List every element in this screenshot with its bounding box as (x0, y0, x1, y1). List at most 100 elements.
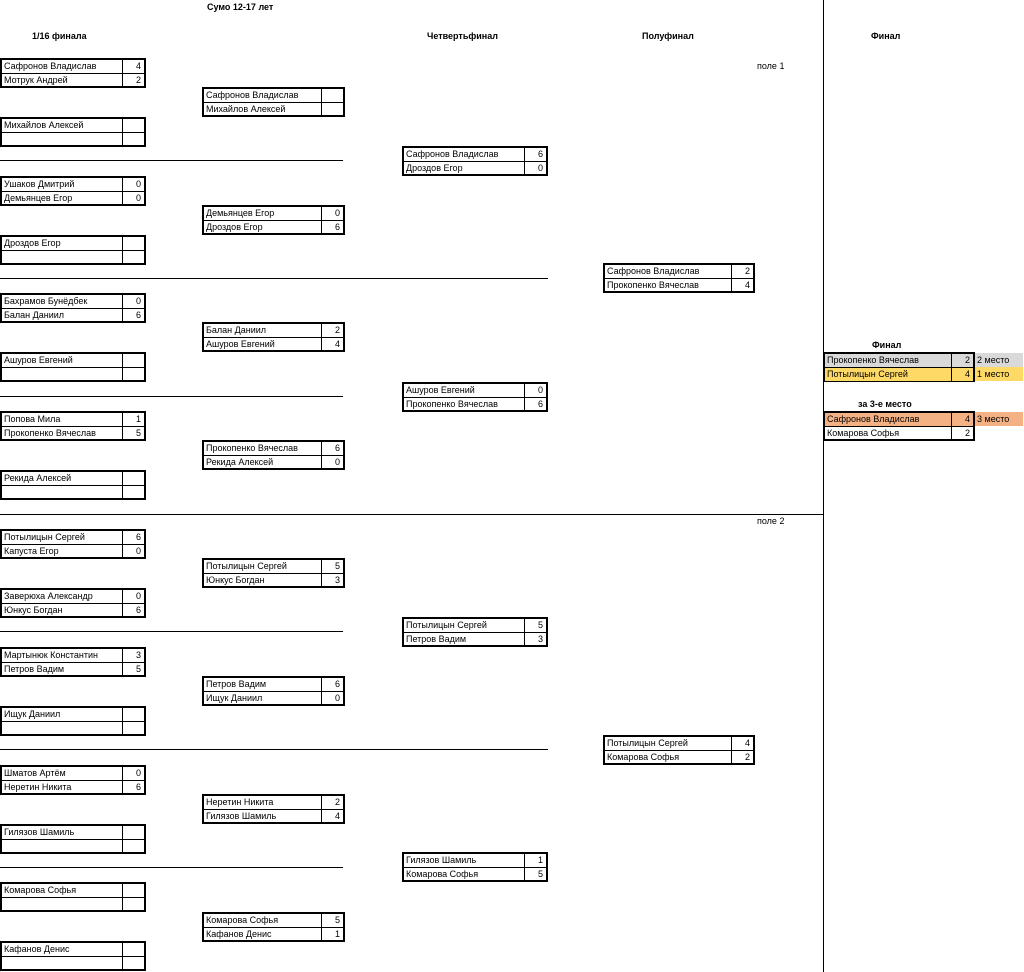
final-row-1: Прокопенко Вячеслав 2 (825, 354, 973, 367)
match-row: Кафанов Денис 1 (204, 927, 343, 941)
player-name: Ашуров Евгений (406, 385, 475, 395)
player-name: Капуста Егор (4, 546, 59, 556)
player-score: 5 (524, 868, 546, 881)
final-row-2: Потылицын Сергей 4 (825, 367, 973, 381)
match-row (2, 132, 144, 146)
player-score (122, 826, 144, 839)
player-name: Юнкус Богдан (4, 605, 63, 615)
player-name: Потылицын Сергей (607, 738, 688, 748)
player-score: 0 (524, 162, 546, 175)
player-name: Сафронов Владислав (4, 61, 97, 71)
place-2-label: 2 место (975, 353, 1023, 367)
player-score: 0 (122, 545, 144, 558)
field-divider (0, 514, 824, 515)
player-name: Прокопенко Вячеслав (406, 399, 498, 409)
player-score: 5 (321, 560, 343, 573)
match-row: Комарова Софья 5 (204, 914, 343, 927)
player-name (2, 957, 122, 970)
player-score: 1 (321, 928, 343, 941)
player-score (122, 486, 144, 499)
player-score (122, 472, 144, 485)
player-score (122, 884, 144, 897)
match-row: Гилязов Шамиль (2, 826, 144, 839)
player-name (2, 133, 122, 146)
player-score: 6 (524, 398, 546, 411)
player-score: 3 (321, 574, 343, 587)
player-score (122, 898, 144, 911)
final-column-divider (823, 0, 824, 972)
player-score: 2 (122, 74, 144, 87)
player-name: Сафронов Владислав (827, 414, 920, 424)
player-score (122, 840, 144, 853)
player-name: Комарова Софья (4, 885, 77, 895)
player-score: 6 (524, 148, 546, 161)
round16-match: Рекида Алексей (0, 470, 146, 500)
player-name: Ашуров Евгений (4, 355, 73, 365)
match-row: Ашуров Евгений (2, 354, 144, 367)
player-name: Дроздов Егор (206, 222, 263, 232)
bracket-separator (0, 278, 548, 279)
match-row: Кафанов Денис (2, 943, 144, 956)
match-row (2, 721, 144, 735)
player-name: Бахрамов Бунёдбек (4, 296, 88, 306)
player-name: Кафанов Денис (206, 929, 272, 939)
player-name: Прокопенко Вячеслав (607, 280, 699, 290)
player-score: 5 (321, 914, 343, 927)
round16-match: Михайлов Алексей (0, 117, 146, 147)
match-row: Михайлов Алексей (2, 119, 144, 132)
match-row (2, 956, 144, 970)
player-name: Гилязов Шамиль (4, 827, 75, 837)
player-score (122, 368, 144, 381)
player-score: 6 (122, 531, 144, 544)
player-score: 6 (321, 442, 343, 455)
player-name (2, 840, 122, 853)
field-2-label: поле 2 (757, 516, 785, 526)
player-score: 2 (321, 796, 343, 809)
player-score: 0 (122, 178, 144, 191)
player-score: 5 (524, 619, 546, 632)
player-name: Комарова Софья (406, 869, 479, 879)
player-name: Неретин Никита (4, 782, 72, 792)
player-name: Мартынюк Константин (4, 650, 98, 660)
player-name: Дроздов Егор (4, 238, 61, 248)
player-name: Сафронов Владислав (406, 149, 499, 159)
player-score: 5 (122, 427, 144, 440)
player-name: Комарова Софья (206, 915, 279, 925)
player-score: 4 (951, 413, 973, 426)
player-name: Гилязов Шамиль (206, 811, 277, 821)
player-name: Дроздов Егор (406, 163, 463, 173)
player-score: 6 (321, 678, 343, 691)
round16-match: Ищук Даниил (0, 706, 146, 736)
player-score (122, 722, 144, 735)
round16-header: 1/16 финала (32, 31, 87, 41)
player-name (2, 368, 122, 381)
player-score: 5 (122, 663, 144, 676)
player-name: Ищук Даниил (4, 709, 61, 719)
